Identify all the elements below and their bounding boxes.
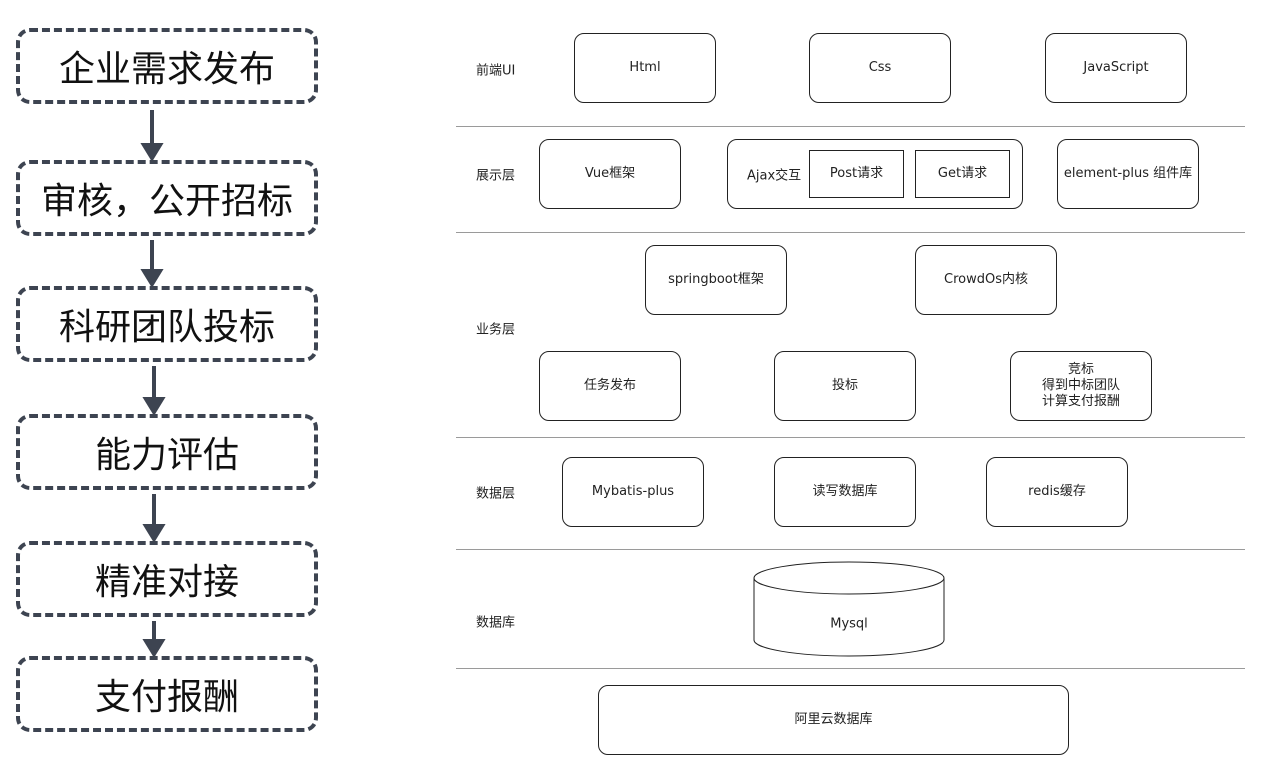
box-aliyun-db: 阿里云数据库 (598, 685, 1069, 755)
layer-separator (456, 126, 1245, 127)
layer-label-database: 数据库 (476, 615, 516, 631)
box-label-line: 竞标 (1067, 362, 1094, 377)
flow-step-label: 能力评估 (94, 435, 239, 476)
box-springboot: springboot框架 (645, 245, 787, 315)
box-label-line: 计算支付报酬 (1041, 394, 1120, 409)
box-vue: Vue框架 (539, 139, 681, 209)
ajax-label: Ajax交互 (747, 168, 802, 184)
box-label-line: 得到中标团队 (1041, 378, 1120, 393)
box-label: JavaScript (1083, 60, 1149, 75)
flow-step-review: 审核，公开招标 (16, 160, 318, 236)
box-compete: 竞标 得到中标团队 计算支付报酬 (1010, 351, 1152, 421)
flow-arrow-4-head (142, 524, 166, 543)
box-redis: redis缓存 (986, 457, 1128, 527)
box-label: element-plus 组件库 (1063, 166, 1193, 181)
box-element-plus: element-plus 组件库 (1057, 139, 1199, 209)
box-label: Vue框架 (584, 166, 636, 181)
layer-label-data: 数据层 (476, 486, 516, 502)
box-label: Mybatis-plus (591, 484, 675, 499)
flow-step-label: 支付报酬 (94, 677, 239, 718)
box-task-publish: 任务发布 (539, 351, 681, 421)
layer-label-business: 业务层 (476, 322, 516, 338)
box-label: 读写数据库 (812, 484, 878, 499)
box-get: Get请求 (915, 150, 1010, 198)
box-read-write: 读写数据库 (774, 457, 916, 527)
flow-step-evaluate: 能力评估 (16, 414, 318, 490)
box-mybatis: Mybatis-plus (562, 457, 704, 527)
box-label: Post请求 (829, 166, 884, 181)
flow-arrow-1-head (140, 143, 164, 162)
box-html: Html (574, 33, 716, 103)
box-label: CrowdOs内核 (944, 272, 1028, 287)
box-css: Css (809, 33, 951, 103)
box-label: 阿里云数据库 (794, 712, 873, 727)
box-label: 投标 (831, 378, 858, 393)
flow-arrow-3-head (142, 397, 166, 416)
layer-label-frontend: 前端UI (476, 63, 516, 79)
box-bid: 投标 (774, 351, 916, 421)
flow-step-label: 企业需求发布 (58, 49, 275, 90)
box-crowdos: CrowdOs内核 (915, 245, 1057, 315)
flow-step-pay: 支付报酬 (16, 656, 318, 732)
flow-step-match: 精准对接 (16, 541, 318, 617)
layer-separator (456, 232, 1245, 233)
box-label: Html (629, 60, 661, 75)
box-label: Get请求 (937, 166, 988, 181)
box-post: Post请求 (809, 150, 904, 198)
layer-label-presentation: 展示层 (476, 168, 516, 184)
box-label: redis缓存 (1028, 484, 1086, 499)
box-label: springboot框架 (668, 272, 764, 287)
box-javascript: JavaScript (1045, 33, 1187, 103)
layer-separator (456, 437, 1245, 438)
flow-arrows (140, 110, 166, 658)
box-label: 任务发布 (583, 378, 636, 393)
box-label: Css (868, 60, 892, 75)
flow-step-label: 审核，公开招标 (40, 181, 293, 222)
flow-step-label: 精准对接 (94, 562, 239, 603)
flow-arrow-2-head (140, 269, 164, 288)
layer-separator (456, 668, 1245, 669)
flow-step-label: 科研团队投标 (58, 307, 275, 348)
layer-separator (456, 549, 1245, 550)
database-cylinder-icon (753, 561, 945, 657)
flow-step-publish: 企业需求发布 (16, 28, 318, 104)
mysql-label: Mysql (830, 616, 868, 632)
flow-arrow-5-head (142, 639, 166, 658)
flow-step-bid: 科研团队投标 (16, 286, 318, 362)
